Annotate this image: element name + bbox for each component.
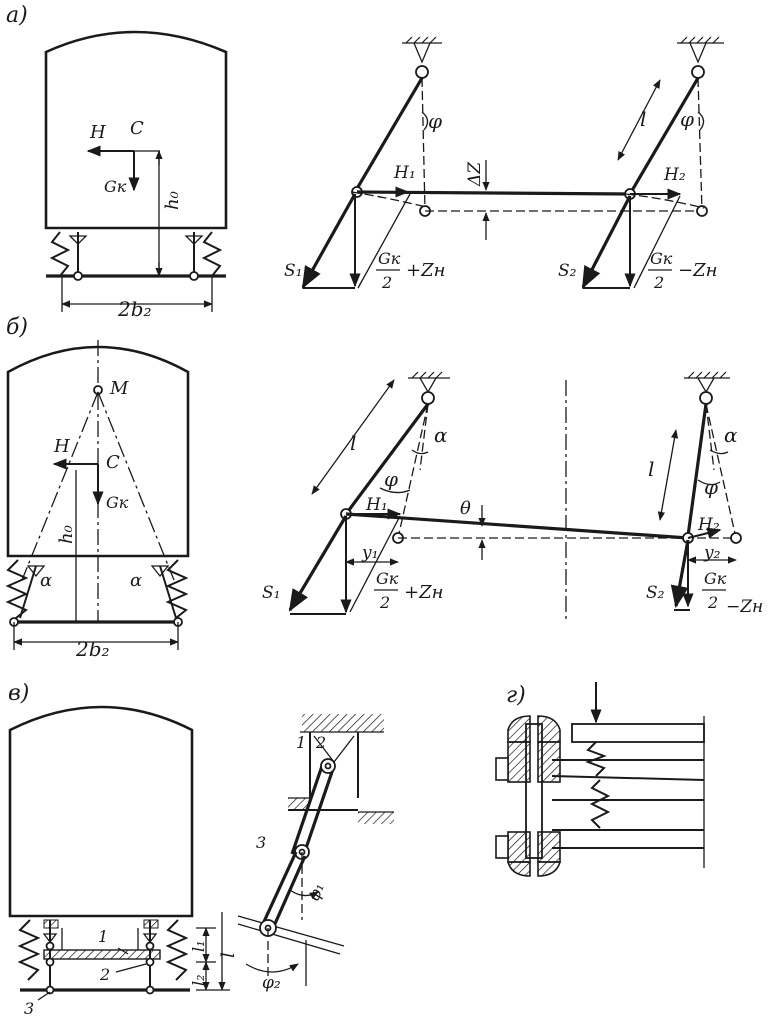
label-l-a: l	[640, 107, 646, 131]
label-h0: h₀	[162, 191, 183, 210]
label-phi2-v: φ₂	[262, 973, 281, 993]
callout-1-detail: 1	[296, 733, 306, 752]
label-l-v: l	[218, 952, 239, 958]
callout-2-detail: 2	[315, 733, 326, 752]
spring-left-b	[5, 559, 46, 619]
label-h0-b: h₀	[56, 525, 77, 544]
spring-pack-g	[551, 716, 705, 868]
frac-den-right-a: 2	[653, 273, 664, 292]
label-l-b-right: l	[648, 457, 654, 481]
hanger-right-a	[581, 36, 724, 289]
callout-3-v: 3	[24, 999, 34, 1018]
spring-left-v	[17, 919, 41, 981]
beam-b	[345, 512, 689, 540]
spring-right-v	[165, 919, 189, 981]
panel-v: в) 1 2	[8, 681, 394, 1018]
panel-g-label: г)	[506, 683, 526, 708]
label-H2-a: H₂	[663, 165, 686, 185]
spring-right-a	[184, 231, 223, 277]
label-S1-b: S₁	[262, 583, 280, 603]
panel-g: г)	[495, 682, 705, 877]
label-alpha-right-hanger-b: α	[724, 423, 738, 447]
label-phi-left-a: φ	[428, 109, 442, 133]
label-phi1-v: φ₁	[304, 880, 328, 903]
panel-a-label: a)	[6, 3, 28, 28]
callout-3-detail: 3	[256, 833, 266, 852]
label-y2-b: y₂	[703, 543, 721, 563]
frac-den-left-a: 2	[381, 273, 392, 292]
hanger-right-b	[657, 371, 742, 611]
label-phi-b-left: φ	[384, 467, 398, 491]
frac-den-left-b: 2	[379, 593, 390, 612]
linkage-detail-v	[237, 714, 394, 986]
minus-Zn-b: −Zн	[726, 597, 763, 617]
label-M: M	[109, 378, 129, 399]
spring-left-a	[49, 231, 88, 277]
plus-Zn-a: +Zн	[406, 260, 445, 281]
hanger-left-a	[301, 36, 442, 289]
frac-num-right-a: Gк	[650, 249, 673, 268]
car-body-a	[44, 30, 228, 230]
label-l2-v: l₂	[189, 974, 208, 986]
label-phi-b-right: φ	[704, 475, 718, 499]
label-S1-a: S₁	[284, 261, 302, 281]
label-phi-right-a: φ	[680, 107, 694, 131]
label-C: C	[130, 118, 144, 139]
frac-den-right-b: 2	[707, 593, 718, 612]
label-S2-a: S₂	[558, 261, 577, 281]
bolt-bushing-g	[495, 715, 562, 877]
label-H2-b: H₂	[697, 515, 720, 535]
label-H1-a: H₁	[393, 163, 416, 183]
panel-b-label: б)	[6, 315, 28, 340]
bolster-bar	[43, 949, 161, 960]
callout-1-v: 1	[98, 927, 108, 946]
label-2b2-a: 2b₂	[117, 297, 152, 321]
label-H1-b: H₁	[365, 495, 388, 515]
label-2b2-b: 2b₂	[75, 637, 110, 661]
frac-num-right-b: Gк	[704, 569, 727, 588]
car-body-v	[8, 705, 194, 918]
label-alpha-left-b: α	[40, 570, 52, 591]
label-S2-b: S₂	[646, 583, 665, 603]
panel-a: a) H C Gк h₀ 2b₂	[6, 3, 724, 321]
label-H-b: H	[53, 436, 70, 457]
panel-b: б) M H C Gк h₀ α α 2b₂	[5, 315, 763, 661]
label-H: H	[89, 122, 106, 143]
label-C-b: C	[106, 452, 120, 473]
linkage-v	[20, 919, 190, 1001]
panel-v-label: в)	[8, 681, 29, 706]
frac-num-left-a: Gк	[378, 249, 401, 268]
label-alpha-right-b: α	[130, 570, 142, 591]
label-alpha-hanger-b: α	[434, 423, 448, 447]
label-deltaZ: ΔZ	[465, 161, 485, 187]
hanger-left-b	[288, 371, 450, 615]
minus-Zn-a: −Zн	[678, 260, 717, 281]
label-theta: θ	[460, 498, 471, 519]
spring-right-b	[150, 559, 189, 619]
label-y1-b: y₁	[361, 543, 378, 563]
label-Gk-b: Gк	[106, 493, 129, 512]
plus-Zn-b: +Zн	[404, 582, 443, 603]
frac-num-left-b: Gк	[376, 569, 399, 588]
label-Gk: Gк	[104, 177, 127, 196]
callout-2-v: 2	[99, 965, 110, 984]
label-l-b-left: l	[350, 431, 356, 455]
label-l1-v: l₁	[189, 940, 208, 952]
beam-a	[356, 190, 631, 196]
